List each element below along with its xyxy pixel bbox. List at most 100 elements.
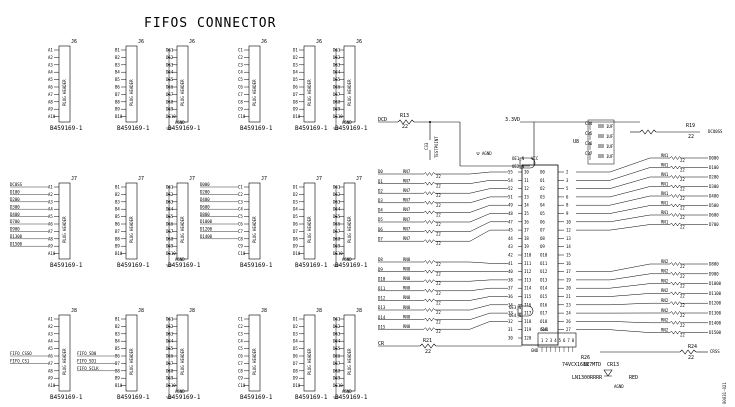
connector-net: D1300 — [10, 234, 23, 239]
rn-right-value: 22 — [680, 177, 685, 182]
switch-pin: 7 — [567, 338, 570, 343]
connector-pin: DG2 — [333, 324, 341, 329]
buffer-left-pin-name: I20 — [524, 336, 532, 341]
buffer-left-pin-num: 40 — [508, 269, 513, 274]
connector-pin: A4 — [48, 339, 53, 344]
r21-value: 22 — [425, 349, 431, 355]
input-net: D11 — [378, 286, 386, 291]
connector-pin: B1 — [115, 317, 120, 322]
connector-pin: A1 — [48, 317, 53, 322]
switch-pin: 8 — [572, 338, 575, 343]
rn-right-ref: RN2 — [661, 278, 669, 283]
connector-pin: D8 — [293, 368, 298, 373]
led-part: LN1300RRRR — [572, 375, 603, 381]
agnd-label: AGND — [342, 257, 352, 262]
connector-ref: J8 — [316, 308, 322, 314]
connector-pin: A5 — [48, 214, 53, 219]
connector-pin: C4 — [238, 339, 243, 344]
connector-pin: D7 — [293, 92, 298, 97]
rn-left-value: 22 — [436, 329, 441, 334]
connector-pin: D10 — [293, 383, 301, 388]
connector-pin: D9 — [293, 376, 298, 381]
buffer-left-pin-name: I16 — [524, 302, 532, 307]
buffer-right-pin-num: 10 — [566, 219, 571, 224]
buffer-left-pin-name: I10 — [524, 253, 532, 258]
r26-label: R26 — [581, 355, 590, 361]
connector-pin: B2 — [115, 192, 120, 197]
rn-left-ref: RN7 — [403, 207, 411, 212]
u8-label: U8 — [573, 139, 579, 145]
connector-pin: DG4 — [166, 70, 174, 75]
buffer-left-pin-name: I15 — [524, 294, 532, 299]
r13-resistor — [397, 119, 415, 125]
connector-pin: C4 — [238, 207, 243, 212]
connector-pin: C3 — [238, 331, 243, 336]
switch-block[interactable] — [537, 332, 577, 348]
connector-net: D700 — [10, 219, 20, 224]
rn-right-value: 22 — [680, 274, 685, 279]
connector-pin: DG6 — [333, 222, 341, 227]
connector-pin: DG6 — [166, 85, 174, 90]
net-crss: CRSS — [710, 349, 720, 354]
connector-pin: D1 — [293, 185, 298, 190]
r26-value: 1K — [583, 362, 589, 368]
connector-net: D1500 — [10, 241, 23, 246]
plug-header-label: PLUG HEADER — [180, 216, 185, 243]
buffer-right-pin-name: O12 — [540, 269, 548, 274]
buffer-area: 74VCX16827MTD VCC GND C341UFC351UFC361UF… — [378, 113, 727, 404]
part-number: B459169-1 — [335, 262, 368, 269]
connector-pin: DG2 — [166, 55, 174, 60]
rn-right-ref: RN2 — [661, 327, 669, 332]
rn-right-value: 22 — [680, 215, 685, 220]
switch-pin: 4 — [554, 338, 557, 343]
connector-pin: DG9 — [166, 376, 174, 381]
connector-pin: B9 — [115, 244, 120, 249]
connector-pin: D2 — [293, 324, 298, 329]
rn-right-ref: RN2 — [661, 269, 669, 274]
connector-pin: DG2 — [333, 192, 341, 197]
connector-pin: C5 — [238, 77, 243, 82]
rn-left-ref: RN8 — [403, 266, 411, 271]
rn-right-value: 22 — [680, 313, 685, 318]
rn-left-value: 22 — [436, 291, 441, 296]
connector-pin: DG5 — [166, 214, 174, 219]
connector-pin: B5 — [115, 77, 120, 82]
buffer-right-pin-name: O14 — [540, 286, 548, 291]
rn-right-ref: RN1 — [661, 219, 669, 224]
connector-pin: B2 — [115, 324, 120, 329]
buffer-right-pin-num: 15 — [566, 253, 571, 258]
connector-pin: C9 — [238, 244, 243, 249]
connector-pin: DG4 — [166, 207, 174, 212]
connector-net: D100 — [10, 190, 20, 195]
connector-pin: DG10 — [333, 114, 343, 119]
buffer-left-pin-name: I6 — [524, 219, 529, 224]
buffer-left-pin-num: 45 — [508, 228, 513, 233]
connector-net: D200 — [10, 197, 20, 202]
rn-right-value: 22 — [680, 264, 685, 269]
connector-ref: J6 — [138, 39, 144, 45]
rn-left-value: 22 — [436, 320, 441, 325]
buffer-right-pin-name: O11 — [540, 261, 548, 266]
output-net: D000 — [709, 156, 719, 161]
connector-pin: DG1 — [166, 317, 174, 322]
connector-ref: J6 — [316, 39, 322, 45]
input-net: D4 — [378, 208, 383, 213]
connector-pin: D8 — [293, 236, 298, 241]
c33-value: TESTPOINT — [434, 136, 439, 158]
output-net: D200 — [709, 175, 719, 180]
part-number: B459169-1 — [168, 125, 201, 132]
plug-header-label: PLUG HEADER — [62, 216, 67, 243]
connector-pin: DG6 — [166, 354, 174, 359]
connector-net: FIFO_SCLK — [77, 366, 99, 371]
connector-ref: J6 — [71, 39, 77, 45]
connector-ref: J8 — [356, 308, 362, 314]
connector-ref: J6 — [189, 39, 195, 45]
switch-pin: 2 — [545, 338, 548, 343]
connector-pin: C1 — [238, 185, 243, 190]
input-net: D6 — [378, 227, 383, 232]
connector-net: D200 — [200, 190, 210, 195]
rn-right-value: 22 — [680, 225, 685, 230]
output-net: D900 — [709, 271, 719, 276]
